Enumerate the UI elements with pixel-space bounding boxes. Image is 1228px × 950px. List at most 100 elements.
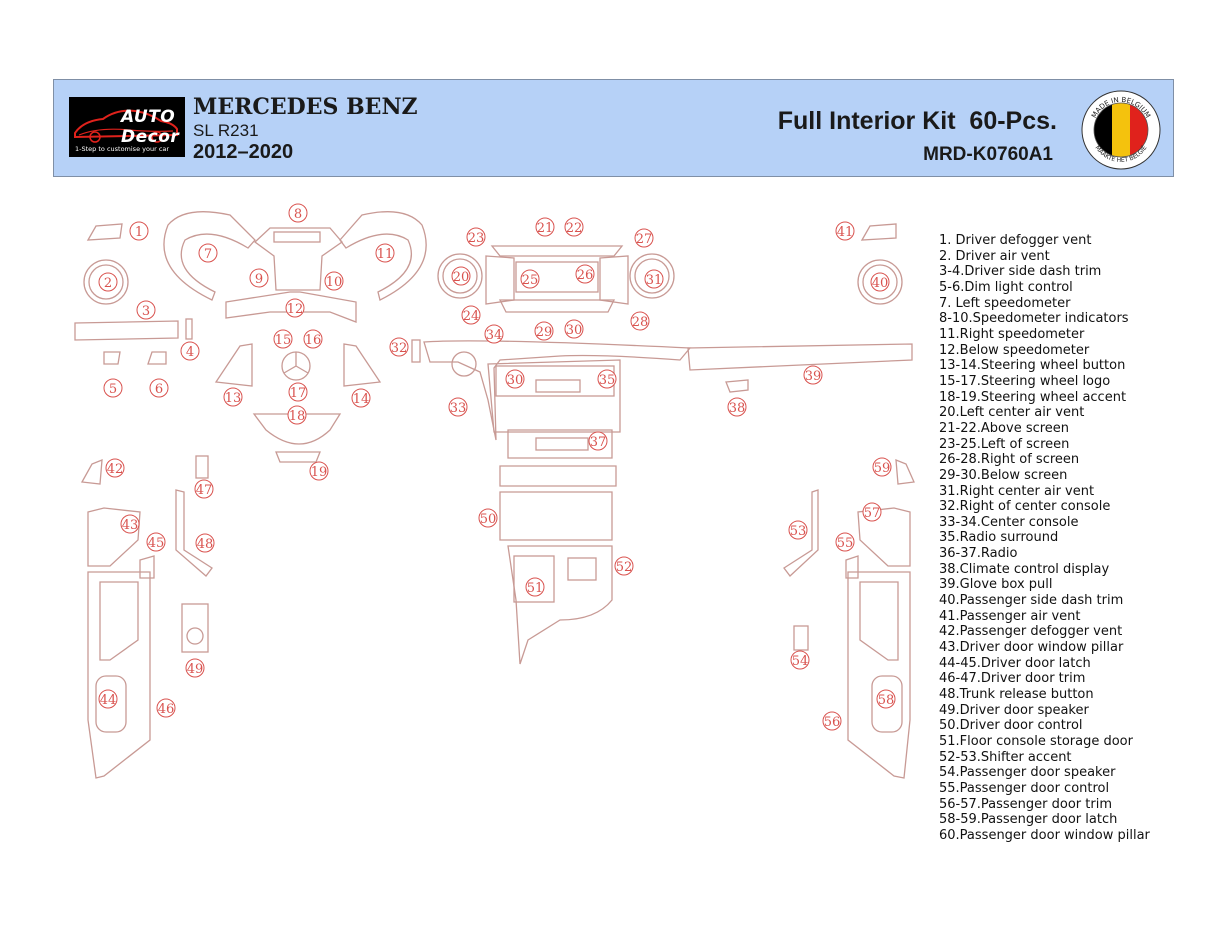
legend-item: 15-17.Steering wheel logo [939, 373, 1111, 389]
passenger-door-latch-part [857, 507, 911, 567]
part-number-marker: 33 [448, 397, 468, 417]
part-number-marker: 15 [273, 329, 293, 349]
part-number-marker: 28 [630, 311, 650, 331]
part-number-circle [484, 324, 504, 344]
legend-item: 54.Passenger door speaker [939, 765, 1116, 781]
legend-item: 11.Right speedometer [939, 326, 1085, 342]
car-silhouette-icon [74, 109, 178, 143]
part-number-marker: 3 [136, 300, 156, 320]
part-number-label: 3 [142, 304, 150, 319]
part-number-label: 26 [577, 268, 594, 283]
part-number-marker: 4 [180, 341, 200, 361]
part-number-marker: 6 [149, 378, 169, 398]
part-number-circle [194, 479, 214, 499]
legend-item: 35.Radio surround [939, 530, 1059, 546]
part-number-circle [525, 577, 545, 597]
legend-item: 58-59.Passenger door latch [939, 812, 1118, 828]
part-number-circle [478, 508, 498, 528]
part-number-circle [185, 658, 205, 678]
part-number-label: 55 [837, 536, 854, 551]
passenger-door-speaker-part [783, 489, 819, 577]
part-number-marker: 49 [185, 658, 205, 678]
part-number-marker: 41 [835, 221, 855, 241]
speedometer-indicators-part [253, 227, 343, 291]
part-number-label: 6 [155, 382, 163, 397]
part-number-marker: 31 [644, 269, 664, 289]
part-number-circle [588, 431, 608, 451]
part-number-label: 34 [486, 328, 503, 343]
part-number-label: 30 [507, 373, 524, 388]
legend-item: 23-25.Left of screen [939, 436, 1070, 452]
legend-item: 31.Right center air vent [939, 483, 1095, 499]
part-number-marker: 58 [876, 689, 896, 709]
part-number-label: 47 [196, 483, 213, 498]
part-number-label: 48 [197, 537, 214, 552]
part-number-marker: 7 [198, 243, 218, 263]
part-number-marker: 30 [564, 319, 584, 339]
part-number-marker: 45 [146, 532, 166, 552]
radio-display-part [535, 379, 581, 393]
part-number-label: 39 [805, 369, 822, 384]
legend-item: 8-10.Speedometer indicators [939, 311, 1129, 327]
part-number-circle [788, 520, 808, 540]
part-number-label: 51 [527, 581, 544, 596]
left-center-air-vent-part [437, 253, 483, 299]
part-number-label: 27 [636, 232, 653, 247]
legend-item: 50.Driver door control [939, 718, 1083, 734]
part-number-marker: 48 [195, 533, 215, 553]
part-number-label: 41 [837, 225, 854, 240]
legend-item: 3-4.Driver side dash trim [939, 264, 1102, 280]
part-number-marker: 10 [324, 271, 344, 291]
steering-wheel-button-right-part [343, 343, 382, 387]
part-number-marker: 22 [564, 217, 584, 237]
part-number-label: 52 [616, 560, 633, 575]
part-number-circle [273, 329, 293, 349]
part-number-label: 49 [187, 662, 204, 677]
part-number-circle [156, 698, 176, 718]
part-number-marker: 29 [534, 321, 554, 341]
driver-door-latch-recess-part [95, 675, 127, 733]
part-number-label: 56 [824, 715, 841, 730]
legend-item: 18-19.Steering wheel accent [939, 389, 1127, 405]
part-number-marker: 57 [862, 502, 882, 522]
part-number-marker: 27 [634, 228, 654, 248]
part-number-circle [249, 268, 269, 288]
right-center-air-vent-inner-part [634, 258, 670, 294]
passenger-door-trim-part [847, 571, 911, 779]
part-number-circle [644, 269, 664, 289]
driver-defogger-vent-part [86, 223, 123, 241]
part-number-label: 45 [148, 536, 165, 551]
part-number-marker: 35 [597, 369, 617, 389]
part-number-circle [448, 397, 468, 417]
part-number-label: 46 [158, 702, 175, 717]
trunk-release-button-part [195, 455, 209, 479]
driver-door-trim-part [87, 571, 151, 779]
part-number-circle [614, 556, 634, 576]
part-number-circle [324, 271, 344, 291]
driver-door-window-pillar-part [80, 459, 103, 485]
part-number-label: 54 [792, 654, 809, 669]
part-number-label: 33 [450, 401, 467, 416]
part-number-label: 1 [135, 225, 143, 240]
passenger-door-latch-recess-part [871, 675, 903, 733]
part-number-circle [876, 689, 896, 709]
part-number-circle [146, 532, 166, 552]
part-number-circle [103, 378, 123, 398]
part-number-label: 31 [646, 273, 663, 288]
part-number-label: 37 [590, 435, 607, 450]
part-number-label: 25 [522, 273, 539, 288]
part-number-circle [223, 387, 243, 407]
part-number-marker: 25 [520, 269, 540, 289]
part-number-circle [461, 305, 481, 325]
part-number-marker: 30 [505, 369, 525, 389]
part-number-label: 12 [287, 302, 304, 317]
passenger-door-trim-small-part [845, 555, 859, 579]
part-number-label: 4 [186, 345, 194, 360]
below-screen-part [498, 299, 616, 313]
legend-item: 52-53.Shifter accent [939, 749, 1072, 765]
legend-item: 42.Passenger defogger vent [939, 624, 1123, 640]
shifter-accent-small-part [567, 557, 597, 581]
legend-item: 1. Driver defogger vent [939, 233, 1092, 248]
logo-tagline: 1-Step to customise your car [75, 145, 170, 153]
part-number-circle [98, 689, 118, 709]
